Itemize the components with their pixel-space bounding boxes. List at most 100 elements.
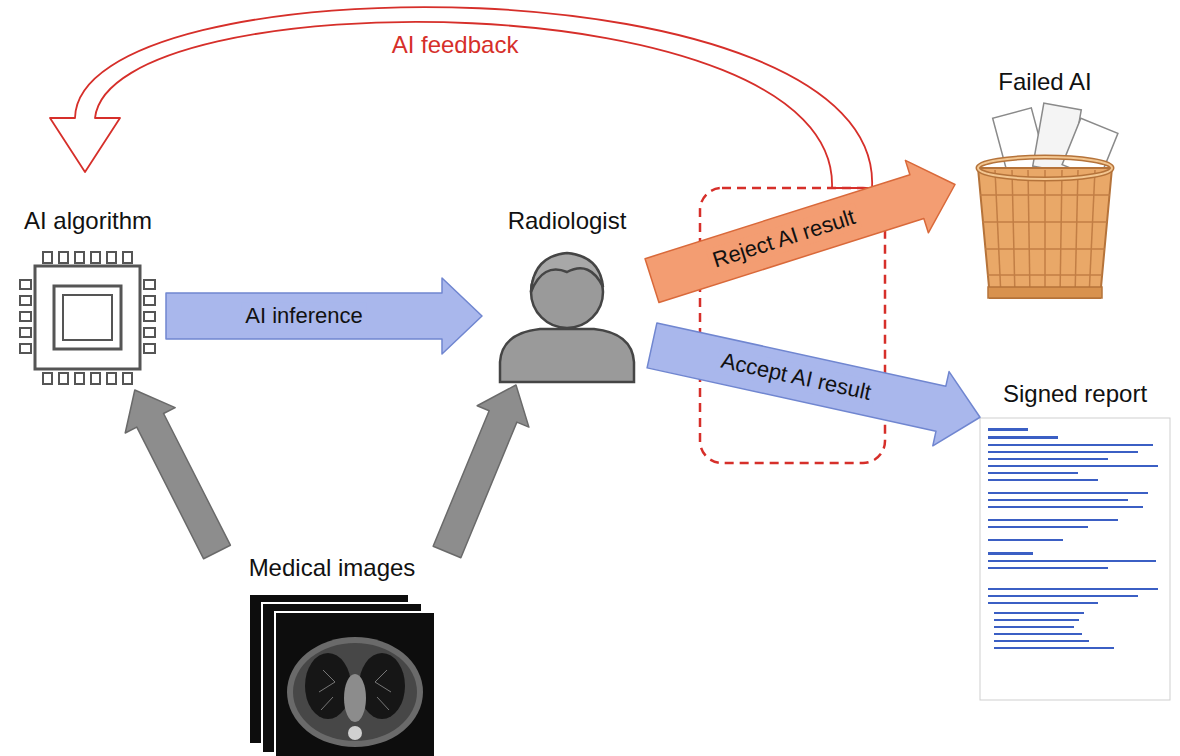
person-icon-part bbox=[531, 253, 603, 292]
report-page-part bbox=[980, 418, 1170, 700]
report-page-part bbox=[994, 619, 1079, 621]
report-page-part bbox=[988, 519, 1118, 521]
report-page-part bbox=[988, 588, 1158, 590]
chip-icon-part bbox=[144, 328, 155, 337]
chip-icon-part bbox=[144, 312, 155, 321]
input-arrow bbox=[125, 390, 230, 559]
report-page-part bbox=[988, 428, 1028, 431]
chip-icon-part bbox=[35, 266, 140, 369]
trash-icon-part bbox=[987, 274, 1102, 276]
ct-slice-stack-part bbox=[293, 643, 417, 741]
report-page-part bbox=[988, 526, 1088, 528]
trash-icon-part bbox=[988, 287, 1102, 298]
trash-icon-part bbox=[980, 194, 1110, 196]
chip-icon-part bbox=[63, 295, 112, 340]
report-page-part bbox=[988, 428, 1158, 649]
chip-icon-part bbox=[91, 373, 100, 384]
node-heading: AI algorithm bbox=[24, 207, 152, 236]
trash-icon-part bbox=[982, 221, 1107, 223]
report-node: Signed report bbox=[980, 378, 1170, 705]
report-page-part bbox=[988, 436, 1058, 439]
trash-icon-part bbox=[1089, 170, 1095, 297]
trash-icon-part bbox=[978, 168, 1112, 298]
ct-slice-stack-part bbox=[319, 670, 335, 710]
ct-slice-stack-part bbox=[344, 674, 366, 722]
trash-icon-part bbox=[978, 157, 1112, 179]
feedback-arrow bbox=[50, 7, 872, 188]
decision-bracket bbox=[700, 188, 885, 463]
ct-slice-stack-part bbox=[359, 653, 405, 719]
ct-slice-stack-part bbox=[305, 653, 351, 719]
report-page-part bbox=[988, 560, 1156, 562]
chip-icon-part bbox=[75, 252, 84, 263]
chip-icon bbox=[20, 252, 155, 384]
chip-icon-part bbox=[144, 344, 155, 353]
report-page-part bbox=[988, 499, 1128, 501]
chip-icon-part bbox=[54, 286, 121, 349]
trash-icon-part bbox=[980, 170, 1110, 297]
report-page-part bbox=[988, 539, 1063, 541]
report-page-part bbox=[988, 465, 1158, 467]
report-page-part bbox=[988, 472, 1078, 474]
chip-icon-part bbox=[123, 252, 132, 263]
report-page-part bbox=[988, 479, 1098, 481]
chip-icon-part bbox=[43, 373, 52, 384]
node-heading: Medical images bbox=[249, 554, 416, 583]
chip-icon-part bbox=[107, 373, 116, 384]
chip-icon-part bbox=[123, 373, 132, 384]
chip-icon-part bbox=[59, 373, 68, 384]
chip-icon-part bbox=[20, 296, 31, 305]
chip-icon-part bbox=[144, 280, 155, 289]
chip-icon-part bbox=[91, 252, 100, 263]
chip-icon-part bbox=[20, 280, 31, 289]
report-page-part bbox=[994, 612, 1084, 614]
ct-slice-stack-part bbox=[348, 726, 362, 740]
report-page-part bbox=[988, 552, 1033, 555]
reject-arrow bbox=[645, 160, 955, 302]
report-page-part bbox=[994, 647, 1114, 649]
inference-arrow bbox=[166, 278, 482, 354]
node-heading: Failed AI bbox=[998, 68, 1091, 97]
trash-icon-part bbox=[1044, 170, 1046, 297]
ct-slice-stack-part bbox=[275, 612, 435, 756]
report-page-part bbox=[988, 458, 1108, 460]
feedback-label: AI feedback bbox=[392, 31, 519, 60]
report-page-part bbox=[988, 602, 1098, 604]
chip-icon-part bbox=[20, 344, 31, 353]
accept-arrow bbox=[647, 323, 980, 446]
report-page-part bbox=[988, 506, 1143, 508]
chip-icon-part bbox=[59, 252, 68, 263]
trash-icon-part bbox=[985, 248, 1105, 250]
image-stack-node: Medical images bbox=[217, 552, 447, 756]
report-page-part bbox=[994, 640, 1089, 642]
trash-icon bbox=[978, 103, 1118, 298]
chip-icon-part bbox=[20, 328, 31, 337]
report-page-part bbox=[994, 633, 1082, 635]
report-page-part bbox=[988, 595, 1138, 597]
chip-icon-part bbox=[43, 252, 52, 263]
trash-icon-part bbox=[978, 157, 1112, 179]
chip-icon-part bbox=[107, 252, 116, 263]
ct-slice-stack-part bbox=[287, 637, 423, 747]
report-page bbox=[980, 418, 1170, 700]
ct-slice-stack-part bbox=[319, 670, 391, 710]
ct-slice-stack bbox=[249, 594, 435, 756]
trash-icon-part bbox=[995, 170, 1001, 297]
trash-icon-part bbox=[1012, 170, 1015, 297]
ct-slice-stack-part bbox=[375, 670, 391, 710]
chip-icon-part bbox=[144, 296, 155, 305]
person-icon bbox=[500, 253, 634, 382]
chip-icon-part bbox=[75, 373, 84, 384]
person-node: Radiologist bbox=[482, 205, 652, 385]
report-page-part bbox=[988, 567, 1108, 569]
trash-icon-part bbox=[1075, 170, 1078, 297]
trash-node: Failed AI bbox=[955, 66, 1135, 303]
report-page-part bbox=[988, 444, 1153, 446]
arrow-label: Reject AI result bbox=[706, 202, 863, 274]
report-page-part bbox=[988, 492, 1148, 494]
node-heading: Radiologist bbox=[508, 207, 627, 236]
